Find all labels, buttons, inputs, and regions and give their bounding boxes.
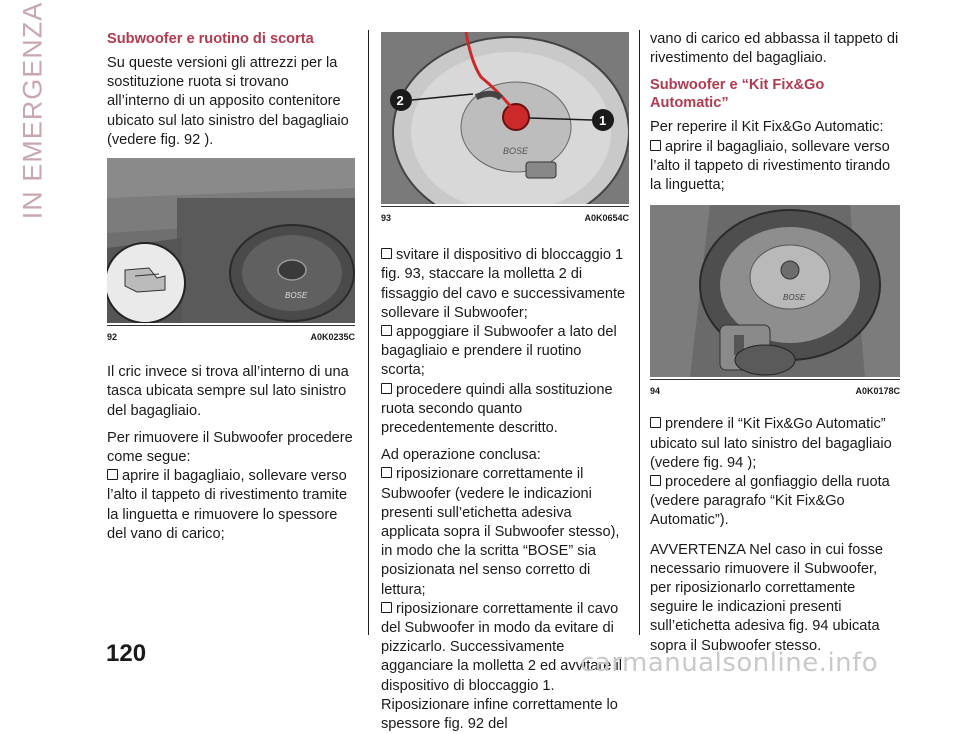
callout-2: 2 <box>397 93 404 108</box>
figure-caption: 94 A0K0178C <box>650 379 900 401</box>
figure-caption: 92 A0K0235C <box>107 325 355 347</box>
column-1: Subwoofer e ruotino di scorta Su queste … <box>107 30 355 544</box>
section-title: IN EMERGENZA <box>17 1 48 219</box>
figure-number: 94 <box>650 386 661 397</box>
callout-1: 1 <box>599 113 606 128</box>
list-item: prendere il “Kit Fix&Go Automatic” ubica… <box>650 415 900 473</box>
paragraph: Su queste versioni gli attrezzi per la s… <box>107 55 349 148</box>
section-side-tab: IN EMERGENZA <box>8 1 58 219</box>
paragraph: Ad operazione conclusa: <box>381 447 541 464</box>
paragraph: Per rimuovere il Subwoofer procedere com… <box>107 429 353 466</box>
column-2: BOSE 2 1 93 A0K0654C svitare il disposit… <box>381 30 629 734</box>
bose-logo: BOSE <box>285 291 308 300</box>
figure-92: BOSE 92 A0K0235C <box>107 158 355 347</box>
column-3: vano di carico ed abbassa il tappeto di … <box>650 30 900 664</box>
trunk-kit-illustration: BOSE <box>650 205 900 378</box>
list-item-text: svitare il dispositivo di bloccaggio 1 f… <box>381 247 626 321</box>
checkbox-bullet-icon <box>381 601 392 613</box>
figure-number: 93 <box>381 213 392 223</box>
list-item-text: aprire il bagagliaio, sollevare verso l’… <box>107 468 348 542</box>
subwoofer-closeup-illustration: BOSE 2 1 <box>381 32 629 204</box>
column-divider <box>368 30 369 635</box>
bose-logo: BOSE <box>503 146 529 156</box>
checkbox-bullet-icon <box>650 139 661 151</box>
trunk-subwoofer-illustration: BOSE <box>107 158 355 324</box>
section-heading: Subwoofer e “Kit Fix&Go Automatic” <box>650 77 825 112</box>
page-number: 120 <box>106 640 147 667</box>
figure-94: BOSE 94 A0K0178C <box>650 205 900 401</box>
figure-93: BOSE 2 1 93 A0K0654C <box>381 32 629 228</box>
list-item-text: procedere al gonfiaggio della ruota (ved… <box>650 474 890 529</box>
list-item: aprire il bagagliaio, sollevare verso l’… <box>650 138 900 196</box>
list-item-text: appoggiare il Subwoofer a lato del bagag… <box>381 324 617 379</box>
figure-code: A0K0235C <box>310 332 355 343</box>
list-item: appoggiare il Subwoofer a lato del bagag… <box>381 323 629 381</box>
checkbox-bullet-icon <box>650 475 661 487</box>
section-heading: Subwoofer e ruotino di scorta <box>107 31 314 47</box>
warning-paragraph: AVVERTENZA Nel caso in cui fosse necessa… <box>650 541 884 654</box>
checkbox-bullet-icon <box>107 469 118 481</box>
list-item: svitare il dispositivo di bloccaggio 1 f… <box>381 246 629 323</box>
paragraph: Per reperire il Kit Fix&Go Automatic: <box>650 119 884 136</box>
list-item-text: procedere quindi alla sostituzione ruota… <box>381 381 613 437</box>
list-item: procedere quindi alla sostituzione ruota… <box>381 381 629 439</box>
list-item-text: prendere il “Kit Fix&Go Automatic” ubica… <box>650 416 892 471</box>
list-item: procedere al gonfiaggio della ruota (ved… <box>650 473 900 531</box>
checkbox-bullet-icon <box>381 467 392 479</box>
checkbox-bullet-icon <box>381 382 392 394</box>
watermark: carmanualsonline.info <box>580 648 879 678</box>
column-divider <box>639 30 640 635</box>
paragraph: Il cric invece si trova all’interno di u… <box>107 364 349 419</box>
checkbox-bullet-icon <box>381 325 392 337</box>
figure-caption: 93 A0K0654C <box>381 206 629 228</box>
list-item-text: aprire il bagagliaio, sollevare verso l’… <box>650 138 891 194</box>
bose-logo: BOSE <box>783 293 806 302</box>
figure-number: 92 <box>107 332 118 343</box>
figure-code: A0K0654C <box>584 213 629 223</box>
checkbox-bullet-icon <box>381 248 392 260</box>
list-item-text: riposizionare correttamente il Subwoofer… <box>381 466 620 598</box>
checkbox-bullet-icon <box>650 417 661 429</box>
list-item: riposizionare correttamente il Subwoofer… <box>381 465 629 599</box>
paragraph: vano di carico ed abbassa il tappeto di … <box>650 31 899 67</box>
list-item: aprire il bagagliaio, sollevare verso l’… <box>107 467 355 544</box>
figure-code: A0K0178C <box>855 386 900 397</box>
